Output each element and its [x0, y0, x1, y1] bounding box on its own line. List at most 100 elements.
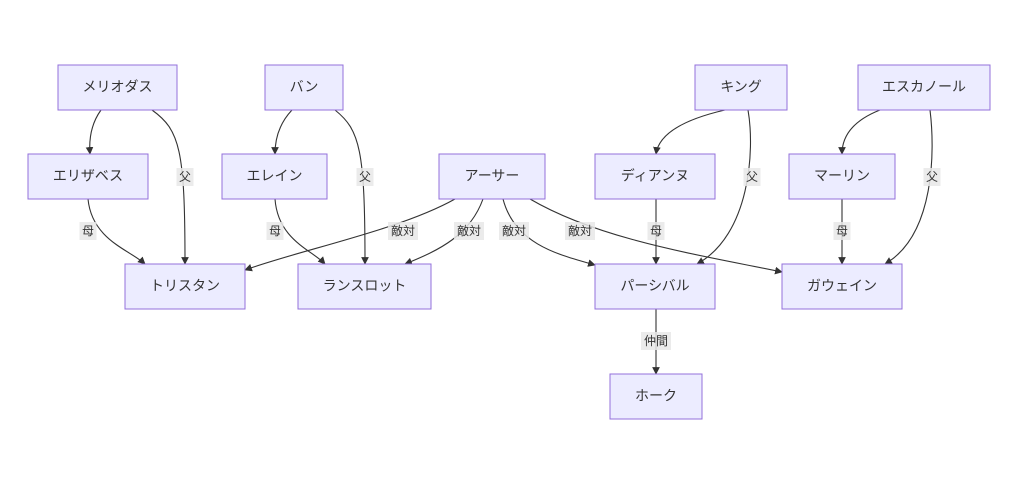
edge-escanor-to-gowther — [884, 109, 933, 265]
edge-label-background — [743, 168, 761, 186]
edge-ban-to-elaine — [271, 109, 293, 155]
node-box — [594, 263, 716, 310]
edge-ban-to-lancelot — [334, 109, 369, 265]
edge-label-text: 父 — [746, 170, 758, 184]
edge-label-diane-to-percival: 母 — [647, 222, 665, 240]
edge-label-background — [266, 222, 284, 240]
edge-elizabeth-to-tristan — [87, 198, 146, 265]
node-tristan: トリスタン — [124, 263, 246, 310]
edge-escanor-to-merlin — [838, 109, 881, 155]
node-label: エスカノール — [882, 80, 966, 96]
edge-label-arthur-to-tristan: 敵対 — [388, 222, 418, 240]
edge-label-background — [647, 222, 665, 240]
edge-line — [696, 109, 752, 265]
edge-label-text: 母 — [650, 224, 662, 238]
edge-label-text: 敵対 — [457, 223, 481, 238]
edge-label-background — [454, 222, 484, 240]
edge-label-background — [641, 332, 671, 350]
node-escanor: エスカノール — [857, 64, 991, 111]
edge-arthur-to-gowther — [529, 198, 783, 275]
node-label: メリオダス — [83, 80, 153, 96]
node-box — [781, 263, 903, 310]
node-label: ディアンヌ — [621, 168, 689, 185]
edge-line — [529, 198, 783, 275]
node-label: ガウェイン — [807, 279, 877, 295]
node-label: バン — [290, 80, 319, 96]
edge-label-text: 敵対 — [568, 223, 592, 238]
edge-label-text: 敵対 — [502, 223, 526, 238]
edge-label-percival-to-hawk: 仲間 — [641, 332, 671, 350]
edge-label-text: 母 — [269, 224, 281, 238]
node-label: エレイン — [247, 169, 303, 185]
node-elizabeth: エリザベス — [27, 153, 149, 200]
edge-line — [884, 109, 933, 265]
edge-label-background — [356, 168, 374, 186]
node-percival: パーシバル — [594, 263, 716, 310]
node-box — [57, 64, 178, 111]
edges-layer — [85, 109, 933, 375]
edge-label-background — [176, 168, 194, 186]
edge-meliodas-to-tristan — [151, 109, 189, 265]
edge-label-background — [833, 222, 851, 240]
node-label: マーリン — [814, 169, 870, 185]
edge-label-text: 父 — [179, 170, 191, 184]
edge-label-text: 父 — [359, 170, 371, 184]
edge-label-elizabeth-to-tristan: 母 — [79, 222, 97, 240]
node-merlin: マーリン — [788, 153, 896, 200]
edge-line — [653, 109, 726, 155]
node-label: アーサー — [465, 169, 520, 185]
edge-label-arthur-to-percival: 敵対 — [499, 222, 529, 240]
edge-label-background — [388, 222, 418, 240]
edge-arthur-to-tristan — [244, 198, 456, 272]
node-box — [788, 153, 896, 200]
edge-label-background — [499, 222, 529, 240]
edge-arthur-to-lancelot — [404, 198, 484, 266]
edge-line — [87, 198, 146, 265]
edge-label-merlin-to-gowther: 母 — [833, 222, 851, 240]
node-box — [297, 263, 432, 310]
node-ban: バン — [264, 64, 344, 111]
edge-label-arthur-to-lancelot: 敵対 — [454, 222, 484, 240]
edge-label-text: 敵対 — [391, 223, 415, 238]
node-box — [594, 153, 716, 200]
edge-line — [838, 109, 881, 155]
edge-line — [334, 109, 369, 265]
edge-label-elaine-to-lancelot: 母 — [266, 222, 284, 240]
edge-label-text: 父 — [926, 170, 938, 184]
edge-label-arthur-to-gowther: 敵対 — [565, 222, 595, 240]
node-box — [694, 64, 788, 111]
node-box — [609, 373, 703, 420]
node-arthur: アーサー — [438, 153, 546, 200]
edge-line — [502, 198, 596, 267]
edge-line — [404, 198, 484, 266]
edge-label-text: 母 — [836, 224, 848, 238]
node-label: トリスタン — [150, 279, 220, 295]
edge-label-background — [79, 222, 97, 240]
node-box — [221, 153, 328, 200]
edge-line — [244, 198, 456, 272]
node-gowther: ガウェイン — [781, 263, 903, 310]
edge-label-king-to-percival: 父 — [743, 168, 761, 186]
node-label: ランスロット — [323, 279, 407, 295]
node-hawk: ホーク — [609, 373, 703, 420]
node-box — [438, 153, 546, 200]
edge-line — [274, 198, 326, 265]
node-elaine: エレイン — [221, 153, 328, 200]
edge-label-background — [565, 222, 595, 240]
edge-label-ban-to-lancelot: 父 — [356, 168, 374, 186]
node-label: エリザベス — [53, 169, 123, 185]
edge-label-background — [923, 168, 941, 186]
node-label: パーシバル — [620, 279, 689, 295]
node-lancelot: ランスロット — [297, 263, 432, 310]
edge-line — [271, 109, 293, 155]
node-box — [27, 153, 149, 200]
edge-label-escanor-to-gowther: 父 — [923, 168, 941, 186]
edge-arthur-to-percival — [502, 198, 596, 267]
node-box — [124, 263, 246, 310]
node-diane: ディアンヌ — [594, 153, 716, 200]
edge-king-to-diane — [653, 109, 726, 155]
edge-line — [151, 109, 189, 265]
node-label: キング — [720, 80, 762, 96]
